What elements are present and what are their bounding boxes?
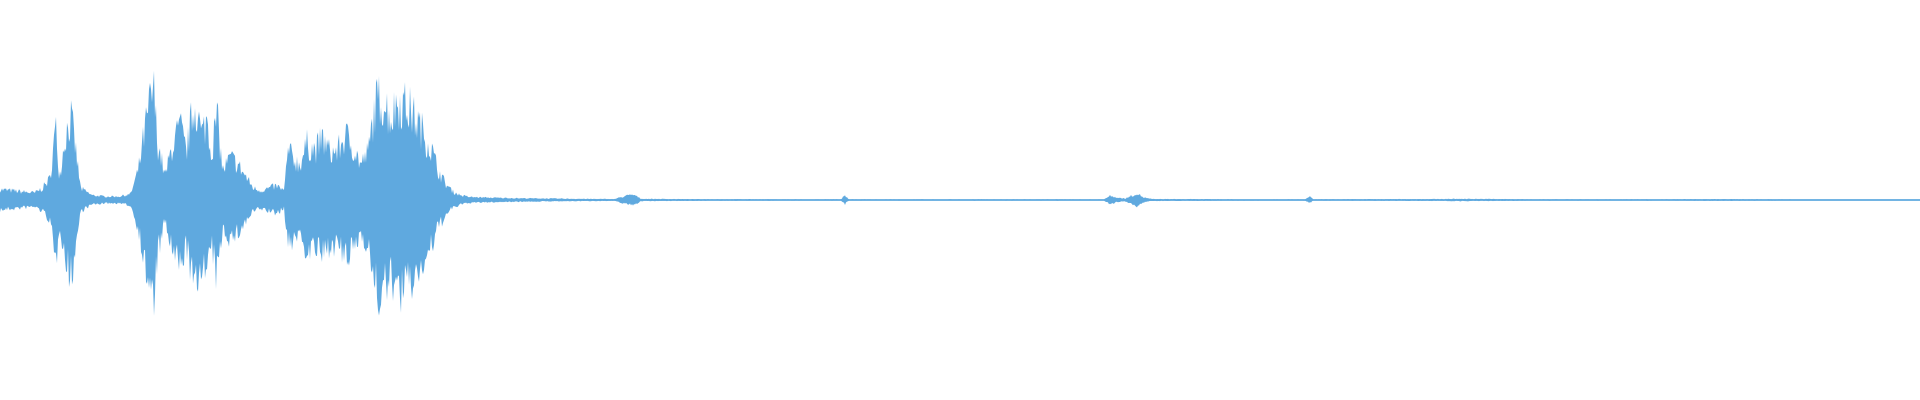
waveform-shape [0, 70, 1920, 316]
